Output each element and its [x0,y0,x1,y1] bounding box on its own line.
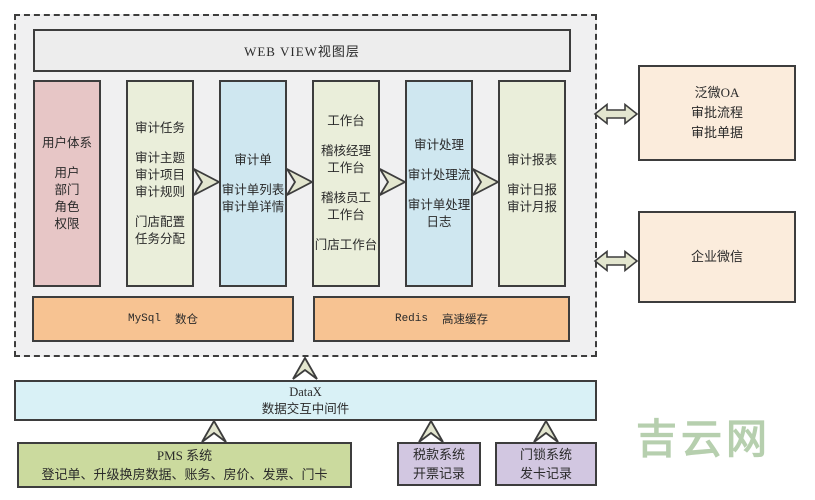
double-arrow-icon [593,102,639,126]
storage-redis: Redis 高速缓存 [313,296,570,342]
module-audit-order: 审计单 审计单列表 审计单详情 [219,80,287,287]
flow-arrow-right-icon [378,166,407,198]
storage-desc: 高速缓存 [442,314,488,326]
source-detail: 登记单、升级换房数据、账务、房价、发票、门卡 [41,467,328,482]
module-line: 门店工作台 [314,238,378,252]
web-view-layer: WEB VIEW视图层 [33,29,571,72]
external-fanwei-oa: 泛微OA 审批流程 审批单据 [638,65,796,161]
module-line: 稽核经理 [320,144,371,158]
double-arrow-icon [593,249,639,273]
module-line: 审计单 [234,152,272,167]
module-line: 审计日报 [506,182,557,197]
flow-arrow-up-icon [533,419,559,443]
storage-mysql: MySql 数仓 [32,296,294,342]
module-line: 用户 [54,165,80,180]
module-line: 工作台 [327,208,365,222]
module-line: 审计规则 [134,184,185,199]
external-wecom: 企业微信 [638,211,796,303]
storage-name: MySql [127,313,161,325]
source-doorlock-system: 门锁系统 发卡记录 [495,442,597,486]
external-line: 企业微信 [690,249,743,264]
source-title: 税款系统 [412,447,465,462]
module-line: 审计处理 [413,137,464,152]
watermark: 吉云网 [636,416,771,462]
module-line: 任务分配 [134,231,185,246]
middleware-name: DataX [289,384,322,399]
core-system-container: WEB VIEW视图层 用户体系 用户 部门 角色 权限 审计任务 审计主题 审… [14,14,597,357]
module-audit-task: 审计任务 审计主题 审计项目 审计规则 门店配置 任务分配 [126,80,194,287]
external-line: 审批流程 [690,105,743,120]
external-line: 审批单据 [690,125,743,140]
source-detail: 开票记录 [412,466,465,481]
module-line: 工作台 [327,114,365,128]
module-line: 审计主题 [134,150,185,165]
module-line: 审计月报 [506,199,557,214]
module-user-system: 用户体系 用户 部门 角色 权限 [33,80,101,287]
source-detail: 发卡记录 [519,466,572,481]
source-title: 门锁系统 [519,447,572,462]
external-line: 泛微OA [694,85,740,100]
storage-name: Redis [394,313,428,325]
module-audit-process: 审计处理 审计处理流 审计单处理 日志 [405,80,473,287]
module-line: 角色 [54,199,80,214]
flow-arrow-up-icon [292,356,318,380]
datax-middleware: DataX 数据交互中间件 [14,380,597,421]
web-view-layer-label: WEB VIEW视图层 [244,44,360,59]
storage-desc: 数仓 [175,314,198,326]
flow-arrow-up-icon [418,419,444,443]
middleware-desc: 数据交互中间件 [261,401,350,416]
source-tax-system: 税款系统 开票记录 [397,442,481,486]
source-title: PMS 系统 [156,448,213,463]
module-line: 权限 [54,216,80,231]
module-line: 审计处理流 [407,167,471,182]
flow-arrow-right-icon [285,166,314,198]
source-pms-system: PMS 系统 登记单、升级换房数据、账务、房价、发票、门卡 [17,442,352,488]
flow-arrow-right-icon [471,166,500,198]
module-line: 日志 [426,214,452,229]
module-line: 审计项目 [134,167,185,182]
flow-arrow-up-icon [201,419,227,443]
module-line: 用户体系 [41,135,92,150]
module-line: 审计单处理 [407,197,471,212]
module-line: 门店配置 [134,214,185,229]
module-line: 稽核员工 [320,191,371,205]
module-line: 审计任务 [134,120,185,135]
module-workbench: 工作台 稽核经理 工作台 稽核员工 工作台 门店工作台 [312,80,380,287]
flow-arrow-right-icon [192,166,221,198]
module-line: 工作台 [327,161,365,175]
module-audit-report: 审计报表 审计日报 审计月报 [498,80,566,287]
module-line: 审计报表 [506,152,557,167]
module-line: 审计单详情 [221,199,285,214]
module-line: 部门 [54,182,80,197]
module-line: 审计单列表 [221,182,285,197]
